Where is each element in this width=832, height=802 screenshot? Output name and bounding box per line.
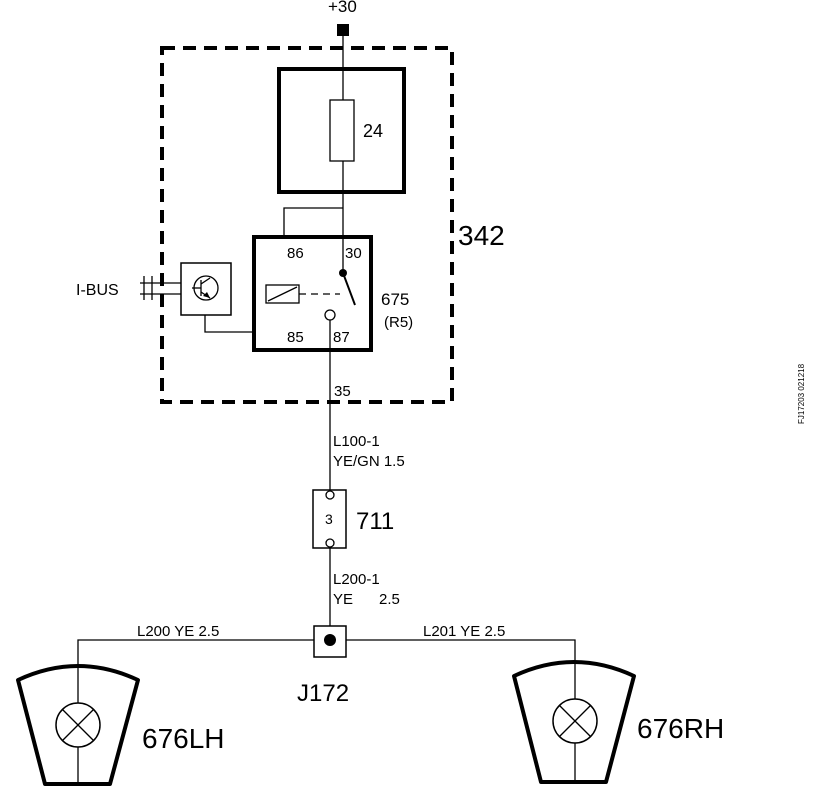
wire-l201-right xyxy=(346,639,576,663)
ibus-control-unit xyxy=(180,262,232,316)
connector-pin-top xyxy=(325,490,335,500)
supply-terminal xyxy=(337,24,349,36)
pin86-feed-wire xyxy=(283,207,343,237)
transistor-collector xyxy=(200,277,211,285)
wire-left-label: L200 YE 2.5 xyxy=(137,623,219,640)
module-label: 342 xyxy=(458,220,505,251)
lamp-bulb-right-cross-b xyxy=(558,704,592,738)
wire-l200-left xyxy=(77,639,314,668)
connector-label: 711 xyxy=(356,508,394,535)
wire-right-label: L201 YE 2.5 xyxy=(423,623,505,640)
relay-box xyxy=(252,235,373,352)
fuse-box xyxy=(277,67,406,194)
transistor-arrow xyxy=(203,292,210,298)
relay-contact-87 xyxy=(324,309,336,321)
relay-pin-85: 85 xyxy=(287,329,304,346)
relay-pin-86: 86 xyxy=(287,245,304,262)
junction-label: J172 xyxy=(297,680,349,707)
relay-coil-diagonal xyxy=(267,286,298,302)
fuse-label: 24 xyxy=(363,121,383,141)
supply-label: +30 xyxy=(328,0,357,16)
lamp-bulb-left-cross-b xyxy=(61,708,95,742)
connector-pin-number: 3 xyxy=(325,511,333,527)
drawing-code: FJ17203 021218 xyxy=(797,363,806,424)
relay-label: 675 xyxy=(381,290,409,309)
relay-pin-30: 30 xyxy=(345,245,362,262)
module-output-label: 35 xyxy=(334,383,351,400)
wire-l100-spec: YE/GN 1.5 xyxy=(333,453,405,470)
lamp-left-label: 676LH xyxy=(142,723,225,754)
module-boundary xyxy=(160,46,454,404)
wire-l200-1-id: L200-1 xyxy=(333,571,380,588)
relay-switch-arm xyxy=(342,272,356,306)
lamp-right-label: 676RH xyxy=(637,713,724,744)
wire-l100-id: L100-1 xyxy=(333,433,380,450)
wire-l200-1-color: YE xyxy=(333,591,353,608)
connector-711 xyxy=(312,489,347,549)
pin85-control-wire xyxy=(204,315,254,333)
relay-sublabel: (R5) xyxy=(384,314,413,331)
wire-l200-1-size: 2.5 xyxy=(379,591,400,608)
junction-node xyxy=(324,634,336,646)
fuse-symbol xyxy=(329,99,355,162)
ibus-label: I-BUS xyxy=(76,282,119,299)
relay-pin-87: 87 xyxy=(333,329,350,346)
connector-pin-bottom xyxy=(325,538,335,548)
